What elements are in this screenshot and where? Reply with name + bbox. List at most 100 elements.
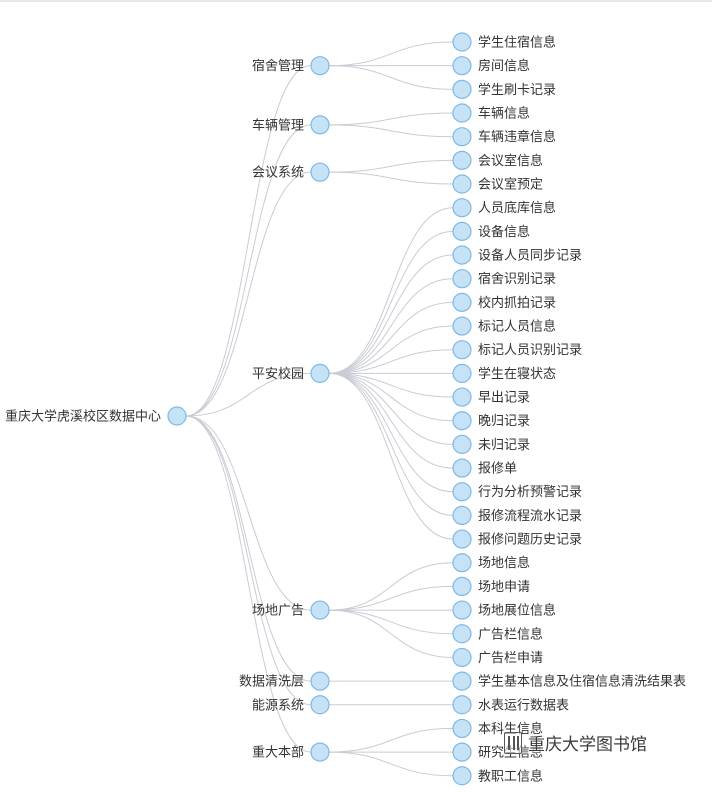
leaf-node[interactable] [452, 32, 472, 52]
link-branch-to-leaf [328, 325, 454, 374]
branch-node[interactable] [310, 115, 330, 135]
link-branch-to-leaf [328, 727, 454, 753]
leaf-node[interactable] [452, 624, 472, 644]
leaf-node[interactable] [452, 647, 472, 668]
branch-label: 重大本部 [252, 745, 304, 761]
leaf-label: 车辆违章信息 [478, 129, 556, 145]
leaf-label: 报修问题历史记录 [478, 533, 582, 548]
link-root-to-5 [185, 415, 312, 682]
leaf-node[interactable] [452, 221, 472, 241]
leaf-label: 标记人员识别记录 [478, 343, 582, 358]
leaf-node[interactable] [452, 671, 472, 691]
leaf-label: 设备信息 [478, 224, 530, 240]
leaf-label: 设备人员同步记录 [478, 248, 582, 264]
leaf-label: 行为分析预警记录 [478, 484, 582, 500]
leaf-node[interactable] [452, 245, 472, 265]
leaf-label: 房间信息 [478, 58, 530, 74]
branch-label: 数据清洗层 [239, 675, 304, 690]
leaf-label: 场地申请 [478, 580, 530, 595]
leaf-label: 场地展位信息 [478, 603, 556, 619]
link-root-to-6 [185, 415, 312, 706]
branch-node[interactable] [310, 600, 330, 620]
link-branch-to-leaf [328, 112, 454, 126]
branch-node[interactable] [310, 671, 330, 691]
link-root-to-1 [185, 124, 312, 417]
link-branch-to-leaf [328, 372, 454, 422]
leaf-node[interactable] [452, 553, 472, 573]
branch-node[interactable] [310, 742, 330, 762]
leaf-label: 教职工信息 [478, 768, 543, 784]
leaf-node[interactable] [452, 150, 472, 170]
leaf-label: 场地信息 [478, 555, 530, 571]
leaf-node[interactable] [452, 127, 472, 147]
leaf-node[interactable] [452, 434, 472, 454]
link-branch-to-leaf [328, 254, 454, 374]
leaf-node[interactable] [452, 576, 472, 597]
leaf-node[interactable] [452, 387, 472, 407]
leaf-node[interactable] [452, 742, 472, 762]
leaf-label: 本科生信息 [478, 721, 543, 737]
watermark-text: 重庆大学图书馆 [528, 735, 647, 755]
leaf-label: 晚归记录 [478, 414, 530, 429]
leaf-node[interactable] [452, 600, 472, 620]
link-branch-to-leaf [328, 171, 454, 185]
root-label: 重庆大学虎溪校区数据中心 [5, 409, 161, 425]
link-branch-to-leaf [328, 372, 454, 445]
leaf-node[interactable] [452, 529, 472, 549]
leaf-label: 广告栏信息 [478, 626, 543, 642]
leaf-label: 学生在寝状态 [478, 366, 556, 382]
link-branch-to-leaf [328, 230, 454, 374]
top-divider [0, 0, 712, 2]
leaf-label: 会议室预定 [478, 177, 543, 193]
branch-node[interactable] [310, 363, 330, 383]
leaf-node[interactable] [452, 363, 472, 383]
leaf-label: 学生住宿信息 [478, 35, 556, 51]
branch-node[interactable] [310, 162, 330, 182]
link-branch-to-leaf [328, 159, 454, 173]
leaf-label: 学生基本信息及住宿信息清洗结果表 [478, 674, 686, 690]
leaf-label: 早出记录 [478, 391, 530, 406]
leaf-node[interactable] [452, 174, 472, 194]
leaf-node[interactable] [452, 695, 472, 715]
link-branch-to-leaf [328, 372, 454, 540]
link-branch-to-leaf [328, 207, 454, 374]
branch-node[interactable] [310, 695, 330, 715]
branch-label: 平安校园 [252, 366, 304, 382]
leaf-label: 车辆信息 [478, 106, 530, 122]
leaf-node[interactable] [452, 56, 472, 76]
branch-node[interactable] [310, 56, 330, 76]
link-root-to-3 [185, 372, 312, 417]
link-branch-to-leaf [328, 609, 454, 658]
library-logo-icon [504, 731, 522, 754]
leaf-node[interactable] [452, 482, 472, 502]
branch-label: 会议系统 [252, 166, 304, 181]
leaf-node[interactable] [452, 292, 472, 312]
link-root-to-4 [185, 415, 312, 611]
leaf-node[interactable] [452, 316, 472, 336]
leaf-node[interactable] [452, 766, 472, 786]
leaf-node[interactable] [452, 103, 472, 123]
link-root-to-0 [185, 65, 312, 417]
leaf-node[interactable] [452, 79, 472, 99]
link-branch-to-leaf [328, 65, 454, 90]
leaf-node[interactable] [452, 198, 472, 218]
leaf-label: 报修流程流水记录 [478, 509, 582, 524]
root-node[interactable] [167, 406, 187, 426]
branch-label: 能源系统 [252, 698, 304, 713]
leaf-node[interactable] [452, 411, 472, 431]
leaf-node[interactable] [452, 718, 472, 739]
branch-label: 宿舍管理 [252, 58, 304, 74]
leaf-label: 未归记录 [478, 438, 530, 453]
leaf-node[interactable] [452, 505, 472, 526]
link-branch-to-leaf [328, 585, 454, 611]
leaf-node[interactable] [452, 269, 472, 289]
leaf-label: 学生刷卡记录 [478, 82, 556, 98]
leaf-node[interactable] [452, 458, 472, 478]
link-branch-to-leaf [328, 41, 454, 67]
leaf-node[interactable] [452, 340, 472, 360]
link-branch-to-leaf [328, 372, 454, 493]
link-branch-to-leaf [328, 372, 454, 398]
link-branch-to-leaf [328, 301, 454, 374]
